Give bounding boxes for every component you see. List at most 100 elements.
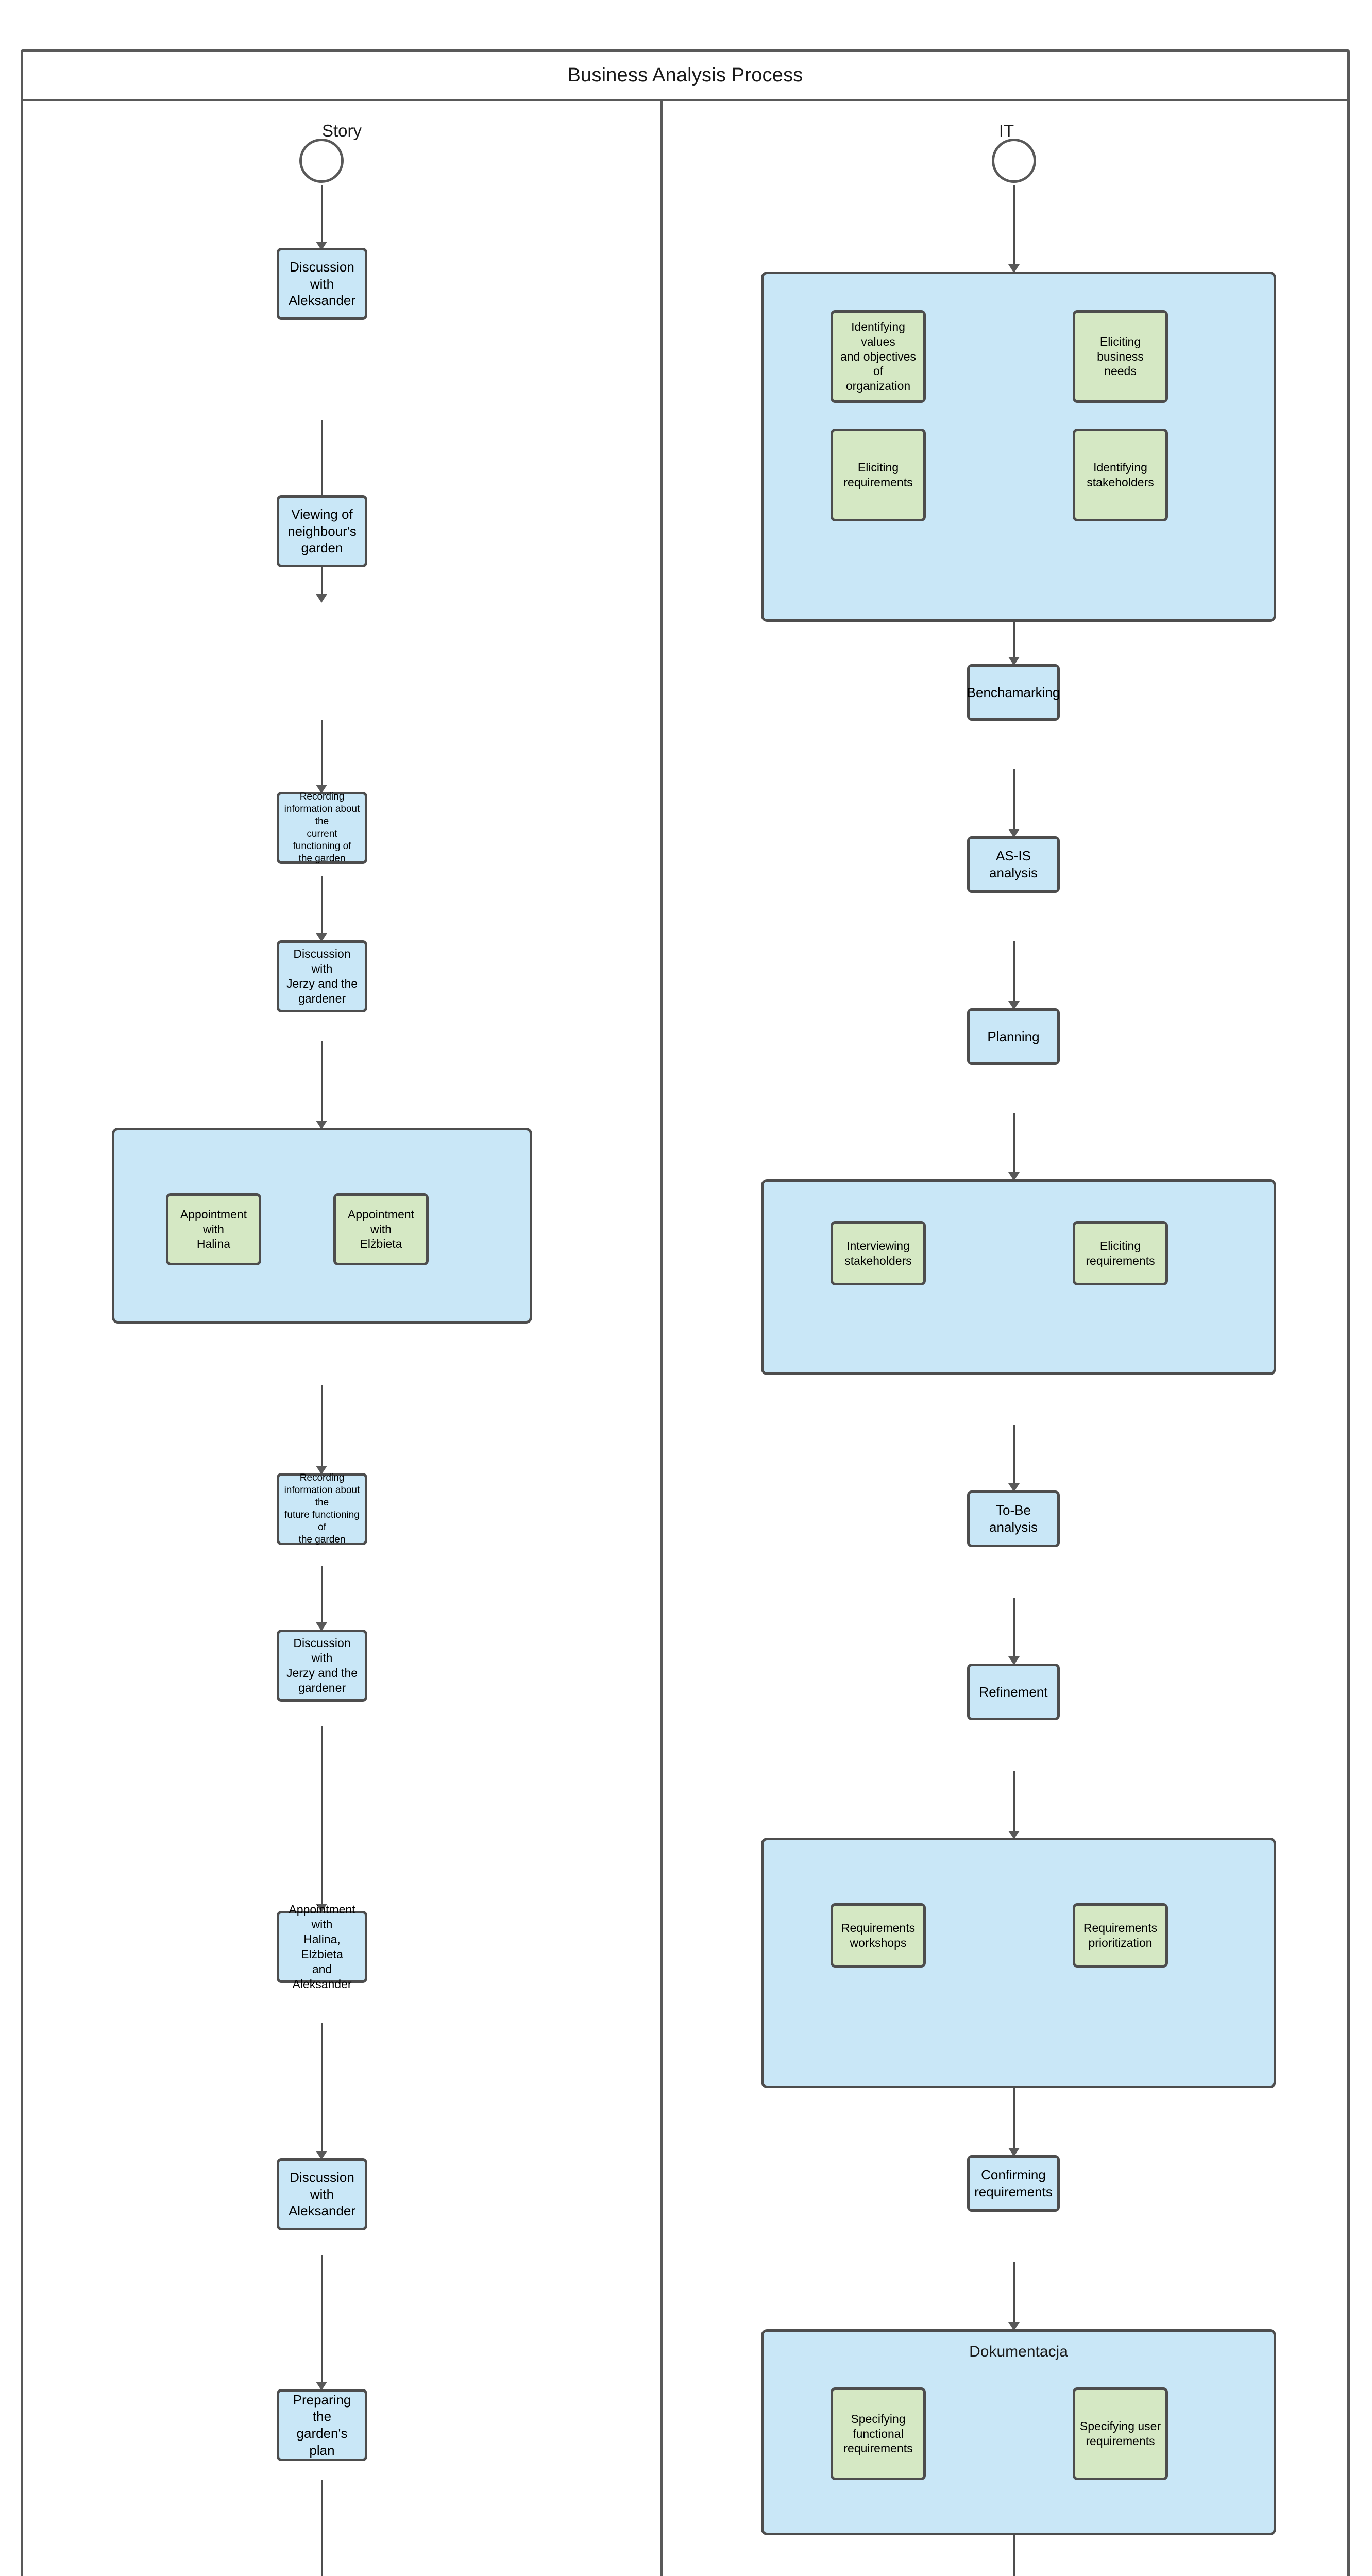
task-label: Discussion with Jerzy and the gardener — [286, 1636, 358, 1694]
it-subtask-specifying-functional-requirements[interactable]: Specifying functional requirements — [831, 2387, 926, 2480]
story-subtask-appointment-elzbieta[interactable]: Appointment with Elżbieta — [333, 1193, 429, 1265]
arrowhead — [1008, 657, 1020, 666]
it-task-confirming-requirements[interactable]: Confirming requirements — [967, 2155, 1060, 2212]
subtask-label: Eliciting requirements — [843, 461, 913, 489]
lane-title-it: IT — [998, 121, 1014, 140]
story-subtask-appointment-halina[interactable]: Appointment with Halina — [166, 1193, 261, 1265]
flow-connector — [321, 1566, 323, 1630]
it-group-dokumentacja[interactable]: Dokumentacja Specifying functional requi… — [761, 2329, 1276, 2535]
pool-business-analysis-process: Business Analysis Process Story IT — [21, 49, 1350, 2576]
subtask-label: Specifying user requirements — [1079, 2419, 1161, 2448]
arrowhead — [316, 1121, 327, 1129]
story-start-event[interactable] — [299, 139, 344, 183]
task-label: Refinement — [979, 1684, 1048, 1700]
flow-connector — [1013, 185, 1015, 272]
story-task-discussion-aleksander-2[interactable]: Discussion with Aleksander — [277, 2158, 367, 2230]
pool-title: Business Analysis Process — [567, 64, 803, 86]
arrowhead — [316, 2382, 327, 2391]
flow-connector — [1013, 769, 1015, 836]
arrowhead — [316, 1622, 327, 1631]
task-label: To-Be analysis — [989, 1502, 1038, 1535]
subtask-label: Specifying functional requirements — [843, 2412, 913, 2455]
story-task-discussion-jerzy-gardener-2[interactable]: Discussion with Jerzy and the gardener — [277, 1630, 367, 1702]
story-task-recording-future-functioning[interactable]: Recording information about the future f… — [277, 1472, 367, 1545]
it-task-refinement[interactable]: Refinement — [967, 1664, 1060, 1720]
it-subtask-eliciting-requirements-2[interactable]: Eliciting requirements — [1073, 1221, 1168, 1285]
it-task-planning[interactable]: Planning — [967, 1008, 1060, 1065]
flow-connector — [321, 2480, 323, 2576]
it-subtask-identifying-stakeholders[interactable]: Identifying stakeholders — [1073, 429, 1168, 521]
flow-connector — [1013, 622, 1015, 664]
story-task-viewing-neighbours-garden[interactable]: Viewing of neighbour's garden — [277, 495, 367, 567]
flow-connector — [1013, 1425, 1015, 1490]
arrowhead — [1008, 2322, 1020, 2331]
flow-connector — [321, 876, 323, 940]
it-task-as-is-analysis[interactable]: AS-IS analysis — [967, 836, 1060, 893]
subtask-label: Appointment with Elżbieta — [347, 1207, 415, 1251]
task-label: Benchamarking — [967, 684, 1060, 700]
it-subtask-requirements-workshops[interactable]: Requirements workshops — [831, 1903, 926, 1968]
arrowhead — [316, 1466, 327, 1475]
flow-connector — [321, 2255, 323, 2389]
arrowhead — [1008, 1172, 1020, 1181]
it-start-event[interactable] — [992, 139, 1036, 183]
pool-header: Business Analysis Process — [23, 52, 1347, 101]
it-subtask-requirements-prioritization[interactable]: Requirements prioritization — [1073, 1903, 1168, 1968]
subtask-label: Requirements prioritization — [1083, 1921, 1158, 1950]
task-label: Discussion with Jerzy and the gardener — [286, 947, 358, 1005]
flow-connector — [321, 2023, 323, 2158]
flow-connector — [321, 1726, 323, 1911]
story-task-discussion-jerzy-gardener-1[interactable]: Discussion with Jerzy and the gardener — [277, 940, 367, 1012]
arrowhead — [1008, 1483, 1020, 1492]
task-label: Viewing of neighbour's garden — [287, 506, 357, 556]
it-group-interviews[interactable]: Interviewing stakeholders Eliciting requ… — [761, 1179, 1276, 1375]
lane-it: IT — [663, 101, 1350, 2576]
arrowhead — [1008, 264, 1020, 273]
it-subtask-specifying-user-requirements[interactable]: Specifying user requirements — [1073, 2387, 1168, 2480]
task-label: Preparing the garden's plan — [293, 2392, 351, 2458]
flow-connector — [1013, 2535, 1015, 2576]
subtask-label: Identifying stakeholders — [1087, 461, 1154, 489]
task-label: Recording information about the current … — [284, 791, 360, 864]
flow-connector — [1013, 941, 1015, 1008]
arrowhead — [1008, 1001, 1020, 1010]
it-group-requirements[interactable]: Requirements workshops Requirements prio… — [761, 1838, 1276, 2088]
arrowhead — [1008, 2148, 1020, 2157]
story-task-discussion-aleksander[interactable]: Discussion with Aleksander — [277, 248, 367, 320]
flow-connector — [321, 1385, 323, 1473]
lane-title-story: Story — [321, 121, 362, 140]
flow-connector — [321, 185, 323, 248]
flow-connector — [1013, 1771, 1015, 1838]
group-title-dokumentacja: Dokumentacja — [969, 2343, 1068, 2360]
subtask-label: Eliciting requirements — [1086, 1239, 1155, 1267]
arrowhead — [1008, 1656, 1020, 1665]
task-label: Recording information about the future f… — [284, 1472, 360, 1545]
flow-connector — [1013, 1598, 1015, 1664]
it-task-benchamarking[interactable]: Benchamarking — [967, 664, 1060, 721]
flow-connector — [1013, 2262, 1015, 2329]
subtask-label: Eliciting business needs — [1097, 334, 1144, 378]
story-task-preparing-garden-plan[interactable]: Preparing the garden's plan — [277, 2389, 367, 2461]
flow-connector — [321, 720, 323, 792]
flow-connector — [321, 1041, 323, 1128]
it-subtask-identifying-values-objectives[interactable]: Identifying values and objectives of org… — [831, 310, 926, 403]
story-task-appointment-halina-elzbieta-aleksander[interactable]: Appointment with Halina, Elżbieta and Al… — [277, 1903, 367, 1991]
it-subtask-eliciting-requirements-1[interactable]: Eliciting requirements — [831, 429, 926, 521]
subtask-label: Appointment with Halina — [180, 1207, 247, 1251]
it-group-initial-analysis[interactable]: Identifying values and objectives of org… — [761, 272, 1276, 622]
task-label: Appointment with Halina, Elżbieta and Al… — [289, 1903, 355, 1991]
arrowhead — [316, 2151, 327, 2160]
arrowhead — [316, 933, 327, 942]
task-label: Planning — [987, 1028, 1040, 1044]
story-group-appointments[interactable]: Appointment with Halina Appointment with… — [112, 1128, 532, 1324]
lane-story: Story — [23, 101, 663, 2576]
it-subtask-eliciting-business-needs[interactable]: Eliciting business needs — [1073, 310, 1168, 403]
it-task-to-be-analysis[interactable]: To-Be analysis — [967, 1490, 1060, 1547]
arrowhead — [316, 594, 327, 603]
flow-connector — [1013, 2088, 1015, 2155]
subtask-label: Requirements workshops — [841, 1921, 916, 1950]
story-task-recording-current-functioning[interactable]: Recording information about the current … — [277, 791, 367, 864]
arrowhead — [1008, 1831, 1020, 1839]
it-subtask-interviewing-stakeholders[interactable]: Interviewing stakeholders — [831, 1221, 926, 1285]
